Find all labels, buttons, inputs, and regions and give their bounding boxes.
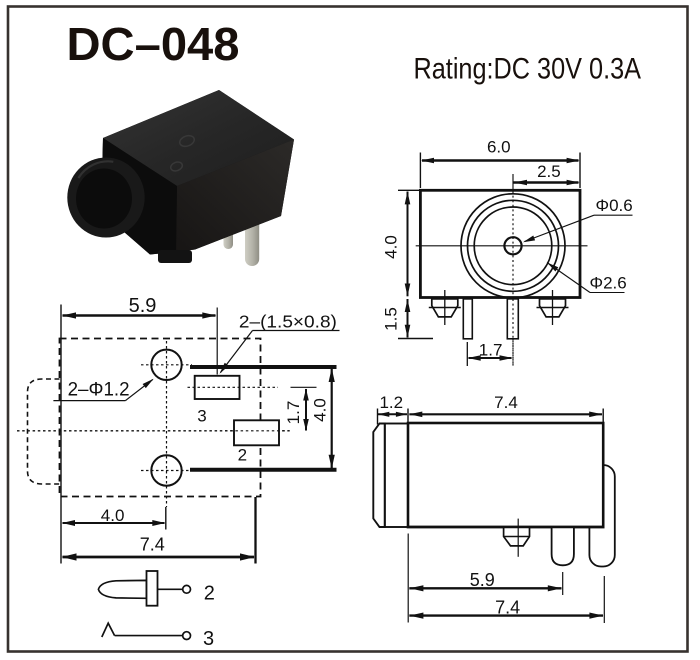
svg-text:2: 2 bbox=[204, 583, 215, 605]
svg-text:7.4: 7.4 bbox=[494, 393, 518, 412]
svg-text:1.7: 1.7 bbox=[284, 401, 303, 425]
svg-text:4.0: 4.0 bbox=[381, 235, 400, 259]
svg-text:Rating:DC 30V 0.3A: Rating:DC 30V 0.3A bbox=[414, 53, 642, 86]
svg-text:7.4: 7.4 bbox=[495, 598, 520, 618]
svg-text:3: 3 bbox=[197, 407, 206, 426]
svg-text:DC–048: DC–048 bbox=[67, 18, 240, 70]
svg-text:4.0: 4.0 bbox=[101, 506, 125, 525]
svg-text:2: 2 bbox=[238, 446, 247, 465]
svg-text:Φ2.6: Φ2.6 bbox=[590, 274, 627, 293]
svg-text:Φ0.6: Φ0.6 bbox=[596, 196, 633, 215]
svg-text:2–(1.5×0.8): 2–(1.5×0.8) bbox=[239, 312, 337, 332]
svg-text:1.2: 1.2 bbox=[379, 393, 403, 412]
svg-text:1.7: 1.7 bbox=[479, 340, 503, 359]
svg-text:5.9: 5.9 bbox=[470, 570, 495, 590]
svg-text:2–Φ1.2: 2–Φ1.2 bbox=[68, 380, 130, 401]
svg-text:6.0: 6.0 bbox=[487, 137, 511, 156]
svg-text:2.5: 2.5 bbox=[537, 162, 561, 181]
svg-text:4.0: 4.0 bbox=[311, 398, 330, 422]
svg-text:7.4: 7.4 bbox=[140, 535, 165, 555]
svg-text:5.9: 5.9 bbox=[129, 295, 157, 317]
svg-text:3: 3 bbox=[203, 628, 214, 650]
svg-text:1.5: 1.5 bbox=[381, 307, 400, 331]
